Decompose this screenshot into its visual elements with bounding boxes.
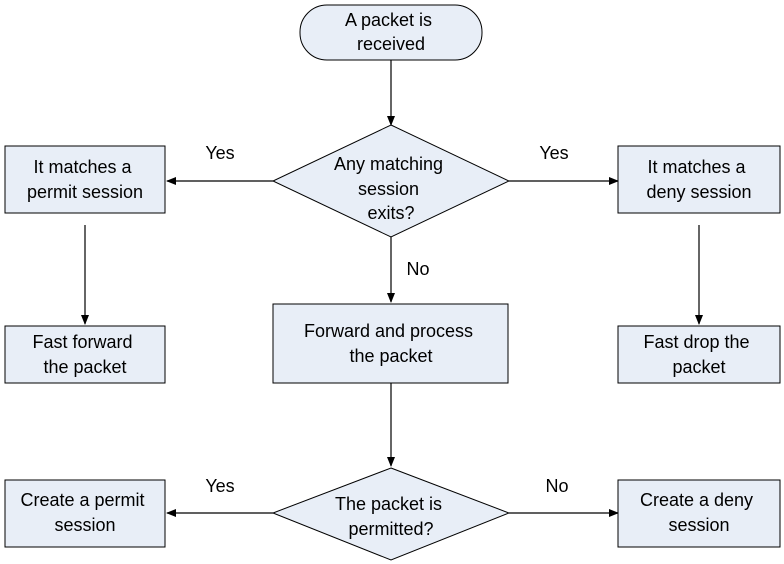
decision-session-diamond [271,124,511,238]
create-deny-line-2: session [668,515,729,535]
permit-match-line-1: It matches a [33,157,132,177]
create-permit-line-1: Create a permit [20,490,144,510]
edges [81,60,703,517]
decision-session-text: Any matching session exits? [334,154,448,223]
fast-drop-line-2: packet [672,357,725,377]
node-fast-drop: Fast drop the packet [617,325,781,384]
forward-process-text: Forward and process the packet [304,321,478,366]
deny-match-text: It matches a deny session [646,157,751,202]
decision-permitted-text: The packet is permitted? [335,494,447,539]
start-line-2: received [357,34,425,54]
node-create-permit: Create a permit session [4,479,166,548]
node-create-deny: Create a deny session [617,479,781,548]
fast-forward-line-2: the packet [43,357,126,377]
decision-permitted-line-1: The packet is [335,494,442,514]
create-deny-box [617,479,781,548]
start-line-1: A packet is [345,10,432,30]
node-permit-match: It matches a permit session [4,145,166,214]
fast-forward-box [4,325,166,384]
permit-match-text: It matches a permit session [27,157,143,202]
node-decision-permitted: The packet is permitted? [271,467,511,561]
decision-permitted-diamond [271,467,511,561]
deny-match-line-2: deny session [646,182,751,202]
fast-drop-line-1: Fast drop the [643,332,749,352]
label-permitted-yes: Yes [205,476,234,496]
node-deny-match: It matches a deny session [617,145,781,214]
edge-labels: Yes Yes No Yes No [205,143,568,496]
fast-drop-text: Fast drop the packet [643,332,754,377]
label-session-yes-left: Yes [205,143,234,163]
forward-process-line-1: Forward and process [304,321,473,341]
start-terminal-shape [299,4,483,61]
label-session-no: No [406,259,429,279]
label-session-yes-right: Yes [539,143,568,163]
fast-drop-box [617,325,781,384]
node-start: A packet is received [299,4,483,61]
node-forward-process: Forward and process the packet [272,303,509,384]
label-permitted-no: No [545,476,568,496]
deny-match-line-1: It matches a [647,157,746,177]
fast-forward-line-1: Fast forward [32,332,132,352]
permit-match-box [4,145,166,214]
start-text: A packet is received [345,10,437,54]
forward-process-line-2: the packet [349,346,432,366]
fast-forward-text: Fast forward the packet [32,332,137,377]
decision-session-line-2: session [358,179,419,199]
create-permit-line-2: session [54,515,115,535]
forward-process-box [272,303,509,384]
decision-session-line-1: Any matching [334,154,443,174]
decision-permitted-line-2: permitted? [348,519,433,539]
node-fast-forward: Fast forward the packet [4,325,166,384]
decision-session-line-3: exits? [367,203,414,223]
node-decision-session: Any matching session exits? [271,124,511,238]
create-permit-box [4,479,166,548]
create-deny-line-1: Create a deny [640,490,753,510]
deny-match-box [617,145,781,214]
create-permit-text: Create a permit session [20,490,149,535]
create-deny-text: Create a deny session [640,490,758,535]
permit-match-line-2: permit session [27,182,143,202]
